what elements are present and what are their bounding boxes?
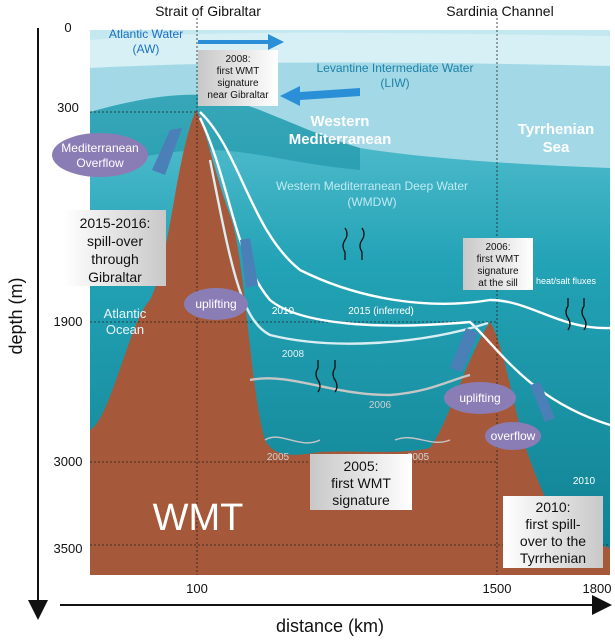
- y-tick-0: 0: [64, 20, 71, 35]
- annotation-2008: 2008: first WMT signature near Gibraltar: [198, 50, 278, 106]
- annotation-line: first spill-: [525, 516, 581, 532]
- annotation-line: spill-over: [87, 233, 143, 249]
- aw-arrow: [198, 34, 284, 50]
- curve-2005-right: [394, 436, 451, 444]
- wmt-ridge: [90, 110, 610, 575]
- annotation-line: through: [91, 251, 138, 267]
- curve-2015: [199, 111, 611, 330]
- med-overflow-label-1: Mediterranean: [61, 141, 138, 155]
- wmed-band: [90, 94, 360, 170]
- heat-salt-label: heat/salt fluxes: [536, 276, 597, 286]
- curve-label-2015: 2015 (inferred): [348, 306, 414, 317]
- wmed-label-1: Western: [311, 113, 370, 130]
- annotation-line: 2006:: [485, 242, 510, 253]
- wmdw-label: Western Mediterranean Deep Water: [276, 179, 468, 193]
- curve-label-2010-left: 2010: [272, 306, 295, 317]
- up-right-arrow: [450, 328, 478, 372]
- y-tick-1900: 1900: [54, 314, 83, 329]
- curve-2010: [198, 117, 611, 427]
- x-tick-1500: 1500: [483, 581, 512, 596]
- annotation-line: near Gibraltar: [207, 90, 269, 101]
- aw-abbr: (AW): [133, 42, 160, 56]
- up-left-arrow: [240, 238, 258, 288]
- wmdw-abbr: (WMDW): [347, 195, 396, 209]
- annotation-line: signature: [217, 78, 259, 89]
- overflow-label: overflow: [491, 429, 536, 443]
- overflow-arrow: [530, 382, 555, 422]
- liw-label: Levantine Intermediate Water: [317, 61, 474, 75]
- curves: [198, 111, 611, 444]
- y-tick-3000: 3000: [54, 454, 83, 469]
- annotation-2005: 2005: first WMT signature: [310, 454, 412, 510]
- uplifting-left-label: uplifting: [195, 297, 236, 311]
- curve-2006: [249, 373, 471, 397]
- curve-2008: [208, 159, 489, 345]
- annotation-line: signature: [332, 492, 390, 508]
- flow-arrows: [152, 34, 555, 422]
- curve-2005-left: [264, 436, 321, 444]
- annotation-line: Tyrrhenian: [520, 550, 586, 566]
- med-overflow-label-2: Overflow: [76, 156, 124, 170]
- annotation-line: 2015-2016:: [80, 215, 151, 231]
- aw-label: Atlantic Water: [109, 27, 183, 41]
- annotation-line: 2005:: [343, 458, 378, 474]
- annotation-2015: 2015-2016: spill-over through Gibraltar: [64, 210, 166, 286]
- curve-label-2010-right: 2010: [573, 476, 596, 487]
- atl-label-2: Ocean: [106, 322, 144, 337]
- annotation-line: Gibraltar: [88, 269, 142, 285]
- y-tick-300: 300: [57, 100, 79, 115]
- flux-squiggles: [315, 227, 587, 393]
- annotation-line: first WMT: [331, 475, 391, 491]
- wmt-label: WMT: [153, 497, 244, 539]
- curve-label-2005-right: 2005: [407, 452, 430, 463]
- tyrr-label-1: Tyrrhenian: [518, 121, 594, 138]
- y-tick-3500: 3500: [54, 541, 83, 556]
- curve-label-2008: 2008: [282, 349, 305, 360]
- wmed-label-2: Mediterranean: [289, 131, 392, 148]
- atl-label-1: Atlantic: [104, 306, 147, 321]
- sardinia-label: Sardinia Channel: [446, 3, 553, 19]
- ovals: [52, 133, 541, 450]
- liw-abbr: (LIW): [380, 76, 409, 90]
- annotation-line: over to the: [520, 533, 586, 549]
- uplifting-right-label: uplifting: [459, 391, 500, 405]
- liw-arrow: [280, 86, 360, 106]
- annotation-line: 2010:: [535, 499, 570, 515]
- annotation-line: signature: [477, 266, 519, 277]
- annotation-2010: 2010: first spill- over to the Tyrrhenia…: [503, 496, 603, 568]
- y-axis-label: depth (m): [6, 277, 26, 354]
- x-tick-100: 100: [186, 581, 208, 596]
- curve-label-2005-left: 2005: [267, 452, 290, 463]
- curve-label-2006: 2006: [369, 400, 392, 411]
- tyrr-label-2: Sea: [543, 139, 570, 156]
- annotation-line: at the sill: [478, 278, 517, 289]
- annotation-2006: 2006: first WMT signature at the sill: [463, 238, 533, 290]
- annotation-line: first WMT: [477, 254, 520, 265]
- gibraltar-label: Strait of Gibraltar: [155, 3, 261, 19]
- x-axis-label: distance (km): [276, 616, 384, 636]
- med-overflow-arrow: [152, 128, 182, 175]
- annotation-line: 2008:: [225, 54, 250, 65]
- annotation-line: first WMT: [217, 66, 260, 77]
- x-tick-1800: 1800: [583, 581, 612, 596]
